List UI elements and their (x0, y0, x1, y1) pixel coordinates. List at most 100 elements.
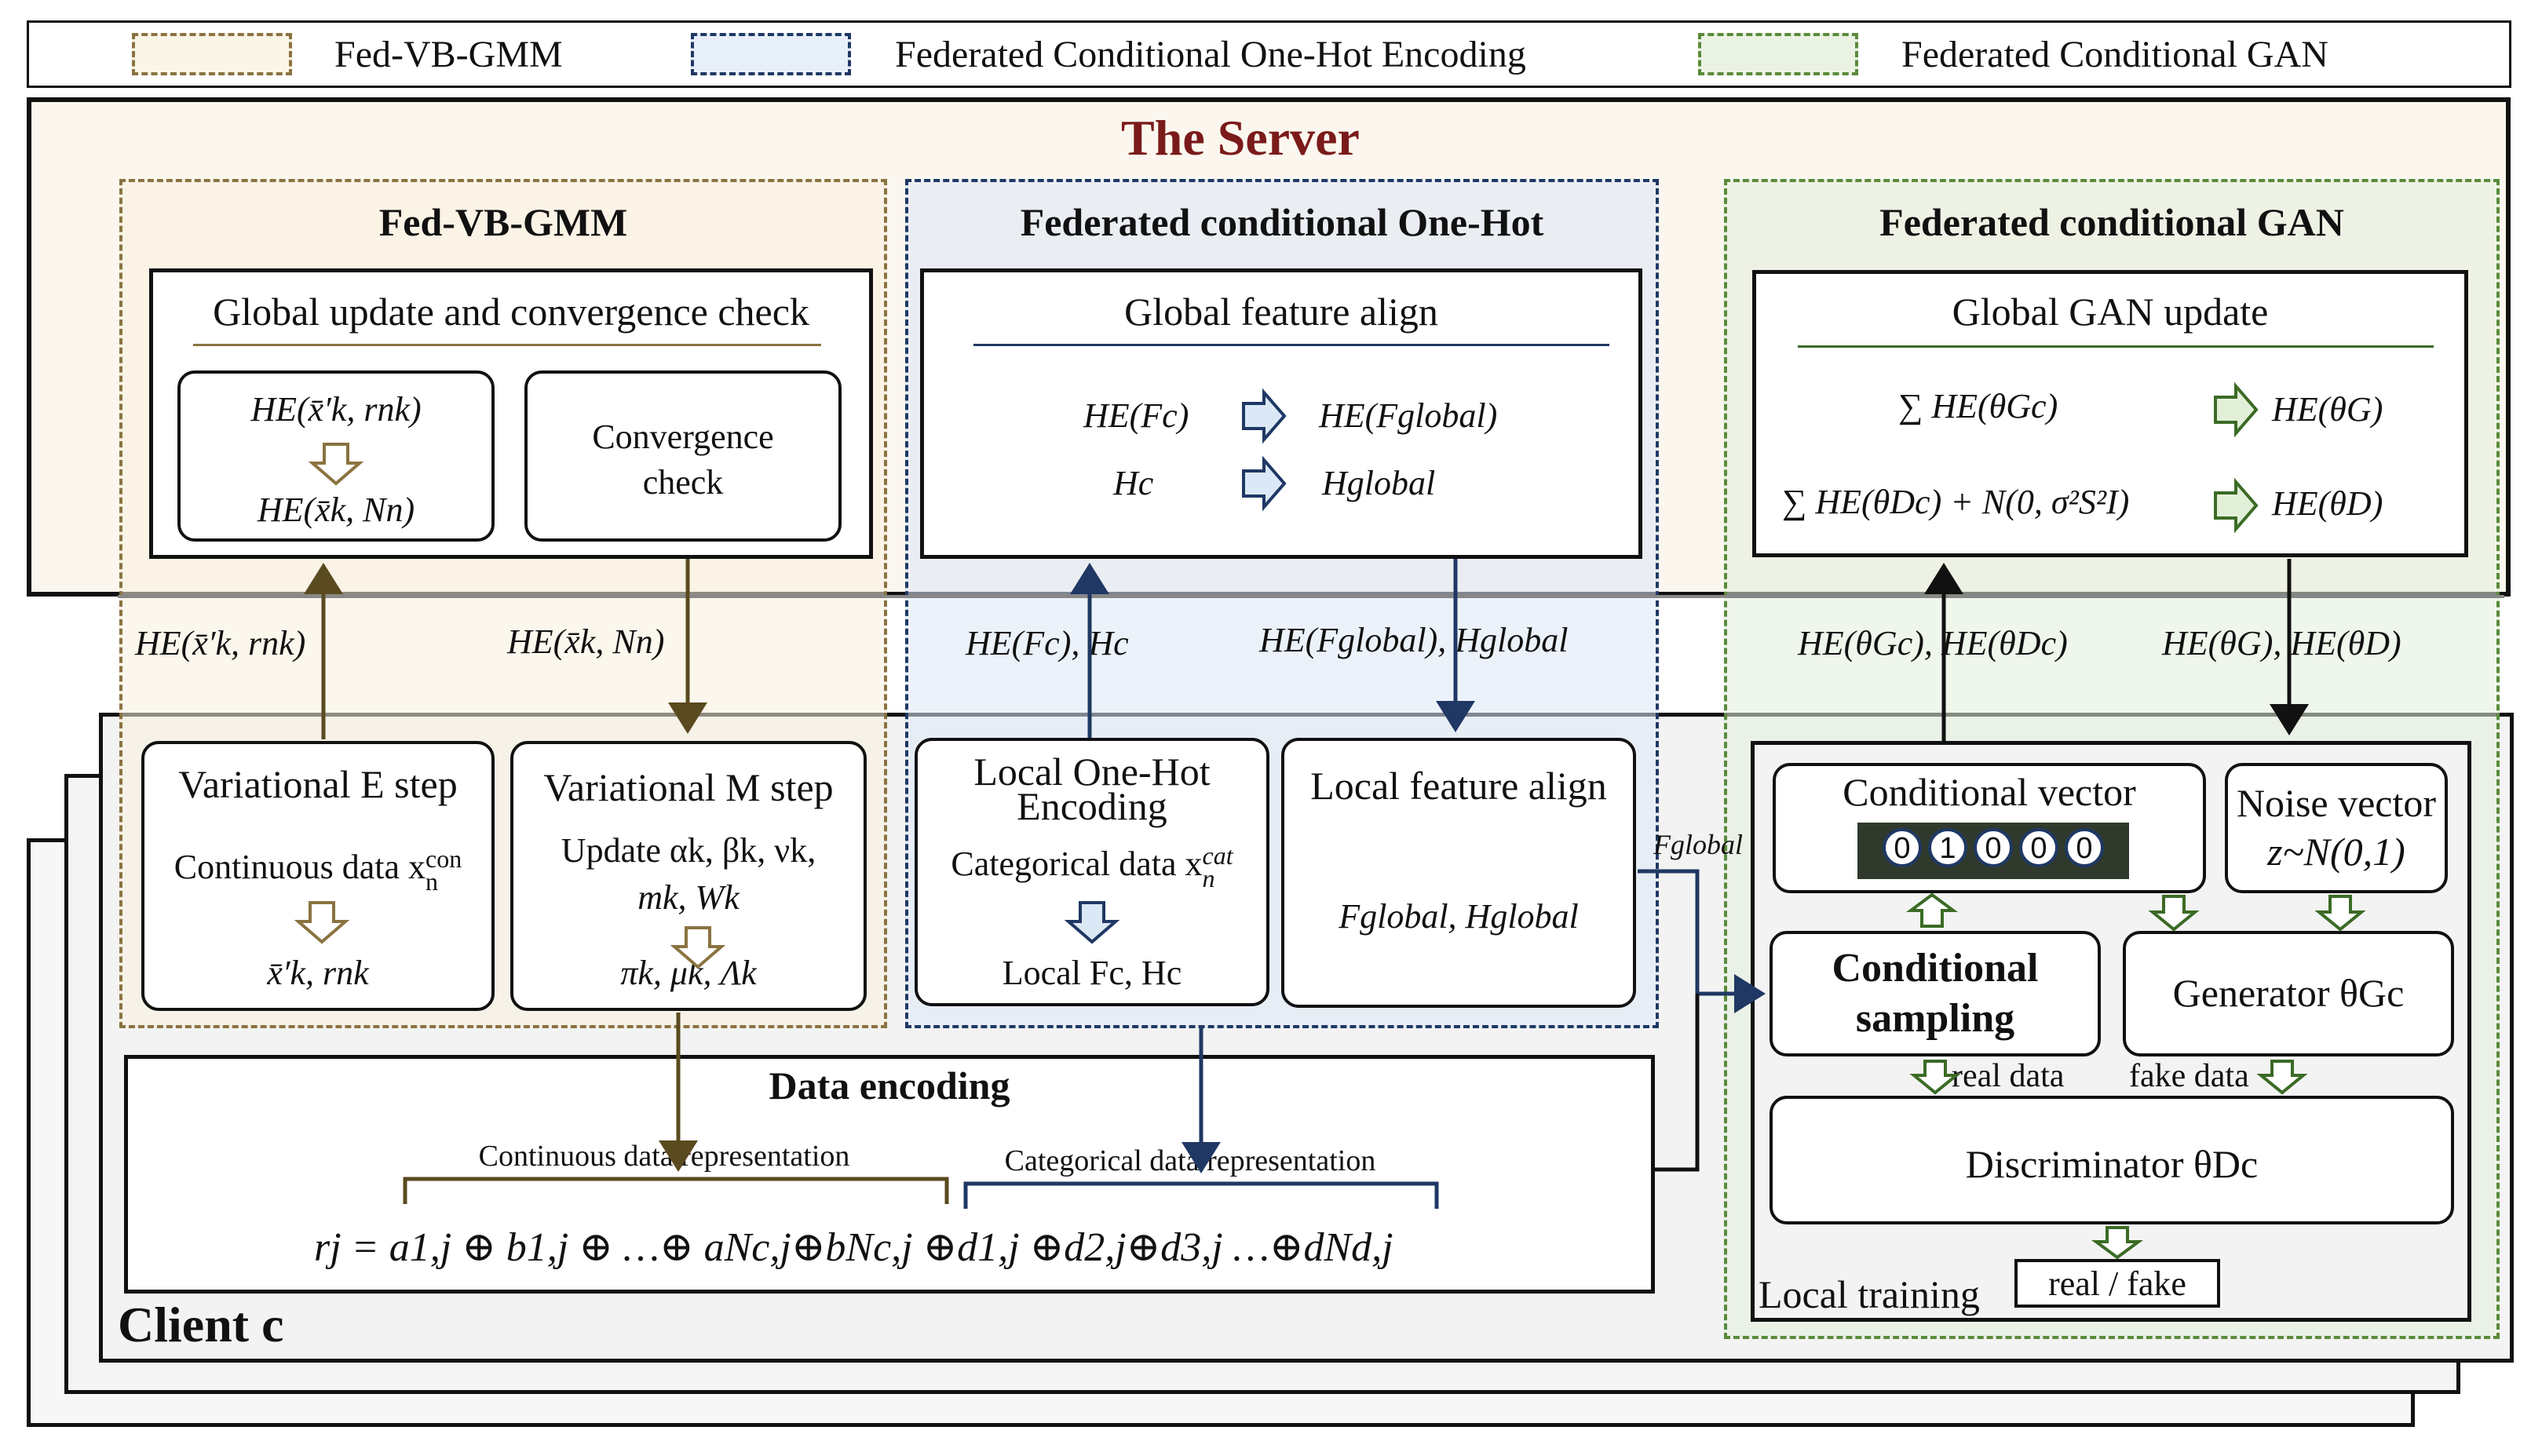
discriminator-box (1770, 1096, 2454, 1224)
legend-label-gmm: Fed-VB-GMM (334, 34, 563, 75)
block-arrow-disc-output (2091, 1226, 2144, 1260)
mstep-result: πk, μk, Λk (620, 954, 757, 992)
cond-bit-2: 0 (1974, 828, 2013, 867)
convergence-label: Convergence check (592, 418, 774, 502)
legend-swatch-gan (1698, 33, 1858, 75)
local-onehot-box (915, 738, 1269, 1006)
brace-categorical (963, 1181, 1439, 1209)
generator-label: Generator θGc (2172, 971, 2405, 1015)
msg-gan-up: HE(θGc), HE(θDc) (1798, 624, 2068, 662)
convergence-box (524, 370, 842, 542)
cond-bit-1: 1 (1928, 828, 1967, 867)
onehot-global-title: Global feature align (1124, 290, 1438, 334)
msg-gmm-up: HE(x̄′k, rnk) (135, 624, 306, 662)
estep-result: x̄′k, rnk (267, 954, 369, 992)
local-align-box (1281, 738, 1636, 1008)
block-arrow-noise-to-gen (2314, 895, 2366, 932)
estep-data-sub: n (425, 867, 438, 896)
gmm-global-title: Global update and convergence check (213, 290, 809, 334)
estep-title: Variational E step (178, 762, 458, 806)
gmm-title: Fed-VB-GMM (378, 200, 628, 244)
encoding-formula: rj = a1,j ⊕ b1,j ⊕ …⊕ aNc,j⊕bNc,j ⊕d1,j … (314, 1225, 1393, 1270)
msg-gan-down: HE(θG), HE(θD) (2162, 624, 2401, 662)
cond-vector-title: Conditional vector (1843, 770, 2136, 814)
msg-onehot-up: HE(Fc), Hc (966, 624, 1129, 662)
fglobal-label: Fglobal (1653, 829, 1743, 860)
mstep-line1: Update αk, βk, νk, (561, 831, 816, 870)
discriminator-label: Discriminator θDc (1965, 1142, 2259, 1186)
gan-row2-left: ∑ HE(θDc) + N(0, σ²S²I) (1782, 483, 2130, 521)
block-arrow-cond-up (1905, 892, 1959, 928)
gan-row2-right: HE(θD) (2272, 484, 2383, 523)
block-arrow-gan-1 (2214, 381, 2259, 438)
local-onehot-title-2: Encoding (1017, 784, 1167, 828)
legend-swatch-onehot (691, 33, 851, 75)
onehot-row1-left: HE(Fc) (1083, 396, 1189, 435)
brace-continuous (403, 1177, 949, 1204)
generator-box (2123, 931, 2454, 1056)
block-arrow-estep (294, 901, 350, 944)
block-arrow-local-onehot (1064, 901, 1120, 944)
local-training-label: Local training (1759, 1272, 1980, 1316)
arrow-fglobal (1638, 869, 1766, 1013)
local-onehot-result: Local Fc, Hc (1002, 954, 1182, 992)
noise-vector-box (2225, 763, 2448, 893)
output-label: real / fake (2048, 1264, 2186, 1303)
encoding-title: Data encoding (769, 1064, 1010, 1108)
encoding-box (124, 1055, 1655, 1294)
gan-global-box (1752, 270, 2468, 557)
fake-data-label: fake data (2129, 1058, 2249, 1094)
gan-title-rule (1798, 345, 2434, 348)
estep-box (141, 741, 495, 1011)
cond-sampling-line2: sampling (1855, 996, 2015, 1041)
gmm-he-bottom: HE(x̄k, Nn) (257, 491, 415, 529)
noise-vector-formula: z~N(0,1) (2267, 830, 2405, 874)
mstep-box (510, 741, 867, 1011)
client-title-text: Client c (118, 1297, 284, 1352)
gan-title: Federated conditional GAN (1879, 200, 2344, 244)
onehot-row2-left: Hc (1113, 464, 1154, 502)
gmm-title-rule (193, 344, 821, 346)
block-arrow-cond-to-gen (2148, 895, 2200, 932)
block-arrow-onehot-2 (1242, 455, 1287, 512)
cond-sampling-box (1770, 931, 2101, 1056)
onehot-row2-right: Hglobal (1322, 464, 1436, 502)
legend-label-onehot: Federated Conditional One-Hot Encoding (895, 34, 1526, 75)
mstep-title: Variational M step (543, 765, 834, 809)
client-title: Client c (118, 1300, 284, 1350)
block-arrow-gmm-server (308, 443, 364, 486)
cond-sampling-line1: Conditional (1832, 946, 2039, 991)
legend-swatch-gmm (132, 33, 292, 75)
noise-vector-title: Noise vector (2236, 781, 2437, 825)
block-arrow-gan-2 (2214, 477, 2259, 534)
onehot-title: Federated conditional One-Hot (1020, 200, 1544, 244)
estep-data-sup: con (425, 845, 462, 873)
mstep-line2: mk, Wk (637, 878, 740, 917)
block-arrow-mstep (670, 926, 726, 969)
gan-global-title: Global GAN update (1952, 290, 2269, 334)
server-title: The Server (1121, 110, 1360, 166)
cond-bit-0: 0 (1883, 828, 1922, 867)
estep-data-text: Continuous data x (173, 847, 425, 886)
legend-label-gan: Federated Conditional GAN (1901, 34, 2328, 75)
local-onehot-data-text: Categorical data x (951, 844, 1203, 883)
gmm-he-top: HE(x̄′k, rnk) (250, 390, 422, 429)
msg-gmm-down: HE(x̄k, Nn) (507, 622, 665, 661)
block-arrow-real-data (1909, 1060, 1961, 1095)
msg-onehot-down: HE(Fglobal), Hglobal (1259, 621, 1569, 659)
local-onehot-data-sub: n (1202, 863, 1215, 892)
cond-bit-4: 0 (2065, 828, 2104, 867)
local-align-result: Fglobal, Hglobal (1339, 897, 1579, 936)
output-box (2014, 1259, 2220, 1308)
gan-row1-right: HE(θG) (2272, 390, 2383, 429)
cond-vector-box (1773, 763, 2206, 893)
block-arrow-onehot-1 (1242, 388, 1287, 444)
arrow-encoding-to-gan (1655, 994, 1700, 1172)
local-onehot-data-sup: cat (1202, 841, 1233, 870)
gan-row1-left: ∑ HE(θGc) (1898, 387, 2058, 425)
legend-bar (27, 20, 2511, 88)
